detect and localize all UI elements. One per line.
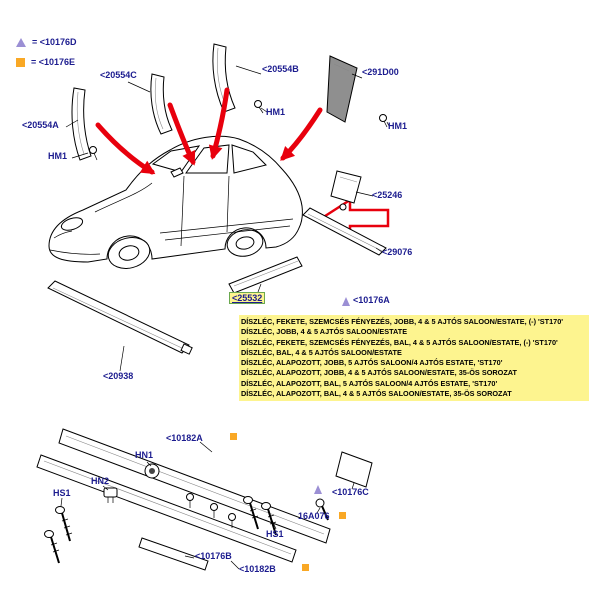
part-label-hm1-right[interactable]: HM1 xyxy=(388,121,408,131)
part-label-291D00[interactable]: <291D00 xyxy=(362,67,399,77)
square-markers xyxy=(230,433,346,571)
part-label-10182B[interactable]: <10182B xyxy=(239,564,276,574)
part-label-hm1-mid[interactable]: HM1 xyxy=(266,107,286,117)
part-label-10182A[interactable]: <10182A xyxy=(166,433,203,443)
part-label-hm1-left[interactable]: HM1 xyxy=(48,151,68,161)
description-row[interactable]: DÍSZLÉC, FEKETE, SZEMCSÉS FÉNYEZÉS, BAL,… xyxy=(241,337,558,347)
part-label-hs1-mid[interactable]: HS1 xyxy=(266,529,284,539)
part-label-20938[interactable]: <20938 xyxy=(103,371,134,381)
description-row[interactable]: DÍSZLÉC, ALAPOZOTT, BAL, 4 & 5 AJTÓS SAL… xyxy=(241,389,512,399)
molding-29076 xyxy=(302,207,387,256)
legend-label-10176D: = <10176D xyxy=(32,37,77,47)
triangle-markers xyxy=(314,297,350,494)
part-label-hn2[interactable]: HN2 xyxy=(91,476,110,486)
triangle-legend-icon xyxy=(16,37,26,47)
molding-20938 xyxy=(47,280,193,355)
hm1-clip-icons xyxy=(89,100,388,161)
part-description-list: DÍSZLÉC, FEKETE, SZEMCSÉS FÉNYEZÉS, JOBB… xyxy=(239,315,589,402)
part-label-hn1[interactable]: HN1 xyxy=(135,450,154,460)
square-legend-icon xyxy=(16,57,25,67)
description-row[interactable]: DÍSZLÉC, BAL, 4 & 5 AJTÓS SALOON/ESTATE xyxy=(241,347,402,357)
red-pointer-arrows xyxy=(95,87,323,175)
legend: = <10176D = <10176E xyxy=(16,32,77,72)
description-row[interactable]: DÍSZLÉC, FEKETE, SZEMCSÉS FÉNYEZÉS, JOBB… xyxy=(241,317,564,326)
description-row[interactable]: DÍSZLÉC, ALAPOZOTT, BAL, 5 AJTÓS SALOON/… xyxy=(241,378,498,388)
description-row[interactable]: DÍSZLÉC, ALAPOZOTT, JOBB, 5 AJTÓS SALOON… xyxy=(241,358,503,368)
legend-label-10176E: = <10176E xyxy=(31,57,76,67)
part-label-20554B[interactable]: <20554B xyxy=(262,64,299,74)
fastener-icons xyxy=(44,463,329,564)
part-label-16A076[interactable]: 16A076 xyxy=(298,511,330,521)
molding-25246 xyxy=(330,170,362,211)
part-label-29076[interactable]: <29076 xyxy=(382,247,413,257)
legend-row-square: = <10176E xyxy=(16,52,77,72)
part-label-10176B[interactable]: <10176B xyxy=(195,551,232,561)
pillar-trim-20554A xyxy=(71,87,92,161)
molding-25532 xyxy=(228,256,303,294)
part-label-hs1-left[interactable]: HS1 xyxy=(53,488,71,498)
pillar-trim-20554C xyxy=(150,73,173,135)
part-label-20554C[interactable]: <20554C xyxy=(100,70,137,80)
sail-panel-291D00 xyxy=(326,55,358,123)
rocker-molding-assembly xyxy=(36,428,373,571)
part-label-25532[interactable]: <25532 xyxy=(229,292,266,304)
part-label-10176C[interactable]: <10176C xyxy=(332,487,369,497)
part-label-10176A[interactable]: <10176A xyxy=(353,295,390,305)
legend-row-triangle: = <10176D xyxy=(16,32,77,52)
part-label-20554A[interactable]: <20554A xyxy=(22,120,59,130)
description-row[interactable]: DÍSZLÉC, JOBB, 4 & 5 AJTÓS SALOON/ESTATE xyxy=(241,327,408,337)
description-row[interactable]: DÍSZLÉC, ALAPOZOTT, JOBB, 4 & 5 AJTÓS SA… xyxy=(241,368,517,378)
callout-lines xyxy=(60,65,390,570)
part-label-25246[interactable]: <25246 xyxy=(372,190,403,200)
